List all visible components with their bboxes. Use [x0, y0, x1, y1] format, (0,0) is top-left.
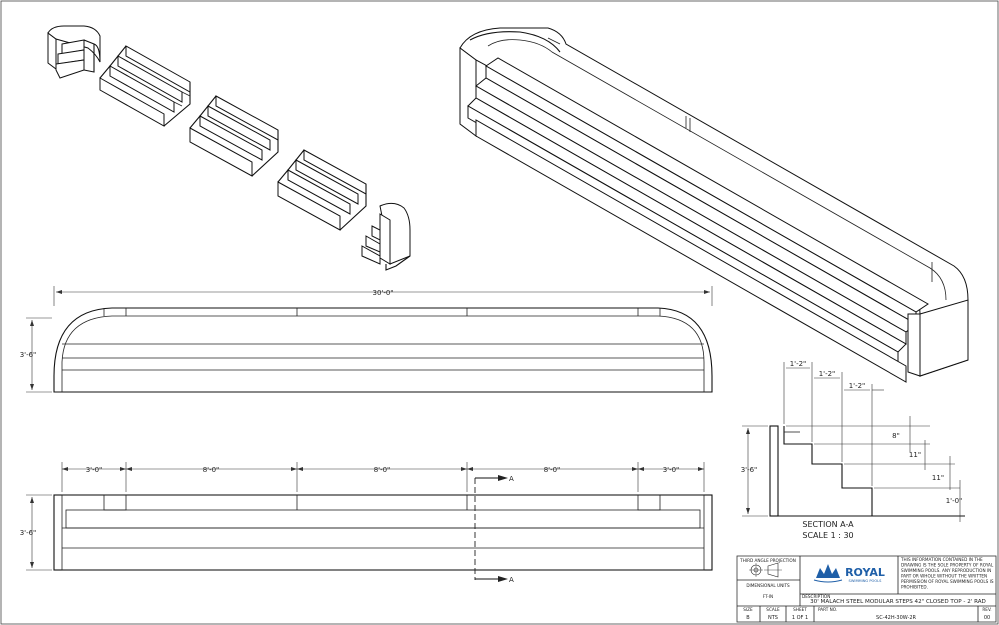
tread-depth-1: 1'-2" — [790, 360, 807, 368]
notice-line: THIS INFORMATION CONTAINED IN THE — [900, 557, 983, 562]
rev-value: 00 — [984, 615, 990, 621]
exploded-module-view — [47, 25, 411, 271]
units-value: FT-IN — [763, 594, 773, 599]
end-module-left — [47, 25, 101, 79]
end-module-right — [361, 202, 411, 271]
riser-height-2: 11" — [909, 451, 921, 459]
section-total-height: 3'-6" — [741, 466, 758, 474]
plan-view: 30'-0" 3'-6" — [20, 286, 713, 393]
part-no-label: PART NO. — [818, 607, 837, 612]
notice-line: PERMISSION OF ROYAL SWIMMING POOLS IS — [901, 579, 994, 584]
front-view: 3'-0" 8'-0" 8'-0" 8'-0" 3'-0" 3'-6" A A — [20, 462, 713, 584]
sheet-value: 1 OF 1 — [792, 615, 808, 621]
scale-label: SCALE — [766, 607, 780, 612]
logo-text: ROYAL — [845, 566, 885, 579]
section-title: SECTION A-A — [802, 520, 854, 529]
straight-module-2 — [189, 95, 279, 177]
notice-line: DRAWING IS THE SOLE PROPERTY OF ROYAL — [901, 563, 994, 568]
part-no-value: SC-42H-30W-2R — [876, 615, 916, 621]
description-label: DESCRIPTION — [802, 594, 830, 599]
crown-icon — [816, 564, 840, 578]
section-a-a: 1'-2" 1'-2" 1'-2" 8" 11" 11" 1'-0" 3'-6"… — [741, 360, 965, 540]
riser-height-4: 1'-0" — [946, 497, 963, 505]
size-label: SIZE — [743, 607, 753, 612]
straight-module-3 — [277, 149, 367, 231]
rev-label: REV. — [982, 607, 991, 612]
front-segment-dimensions: 3'-0" 8'-0" 8'-0" 8'-0" 3'-0" — [61, 462, 705, 492]
projection-label: THIRD ANGLE PROJECTION — [739, 558, 796, 563]
segment-dimension-1: 3'-0" — [86, 466, 103, 474]
tread-depth-3: 1'-2" — [849, 382, 866, 390]
riser-height-1: 8" — [892, 432, 900, 440]
size-value: B — [746, 615, 750, 621]
logo-subtext: SWIMMING POOLS — [849, 579, 883, 583]
straight-module-1 — [99, 45, 191, 127]
plan-overall-dimension: 30'-0" — [372, 289, 393, 297]
section-marker-bottom: A — [509, 576, 514, 584]
segment-dimension-4: 8'-0" — [544, 466, 561, 474]
plan-height-dimension: 3'-6" — [20, 351, 37, 359]
assembled-iso-view — [459, 27, 969, 383]
third-angle-projection-icon — [749, 562, 782, 578]
title-block: THIRD ANGLE PROJECTION DIMENSIONAL UNITS… — [736, 555, 997, 623]
scale-value: NTS — [768, 615, 778, 621]
sheet-label: SHEET — [793, 607, 807, 612]
segment-dimension-5: 3'-0" — [663, 466, 680, 474]
riser-height-3: 11" — [932, 474, 944, 482]
segment-dimension-2: 8'-0" — [203, 466, 220, 474]
tread-depth-2: 1'-2" — [819, 370, 836, 378]
drawing-description: 30' MALACH STEEL MODULAR STEPS 42" CLOSE… — [810, 599, 986, 605]
notice-line: PART OR WHOLE WITHOUT THE WRITTEN — [901, 574, 987, 579]
royal-logo: ROYAL SWIMMING POOLS — [813, 564, 885, 583]
front-height-dimension: 3'-6" — [20, 529, 37, 537]
ownership-notice: THIS INFORMATION CONTAINED IN THE DRAWIN… — [900, 557, 994, 590]
units-label: DIMENSIONAL UNITS — [746, 583, 790, 588]
notice-line: PROHIBITED. — [901, 585, 928, 590]
section-scale: SCALE 1 : 30 — [802, 531, 853, 540]
segment-dimension-3: 8'-0" — [374, 466, 391, 474]
notice-line: SWIMMING POOLS. ANY REPRODUCTION IN — [901, 568, 991, 573]
section-marker-top: A — [509, 475, 514, 483]
